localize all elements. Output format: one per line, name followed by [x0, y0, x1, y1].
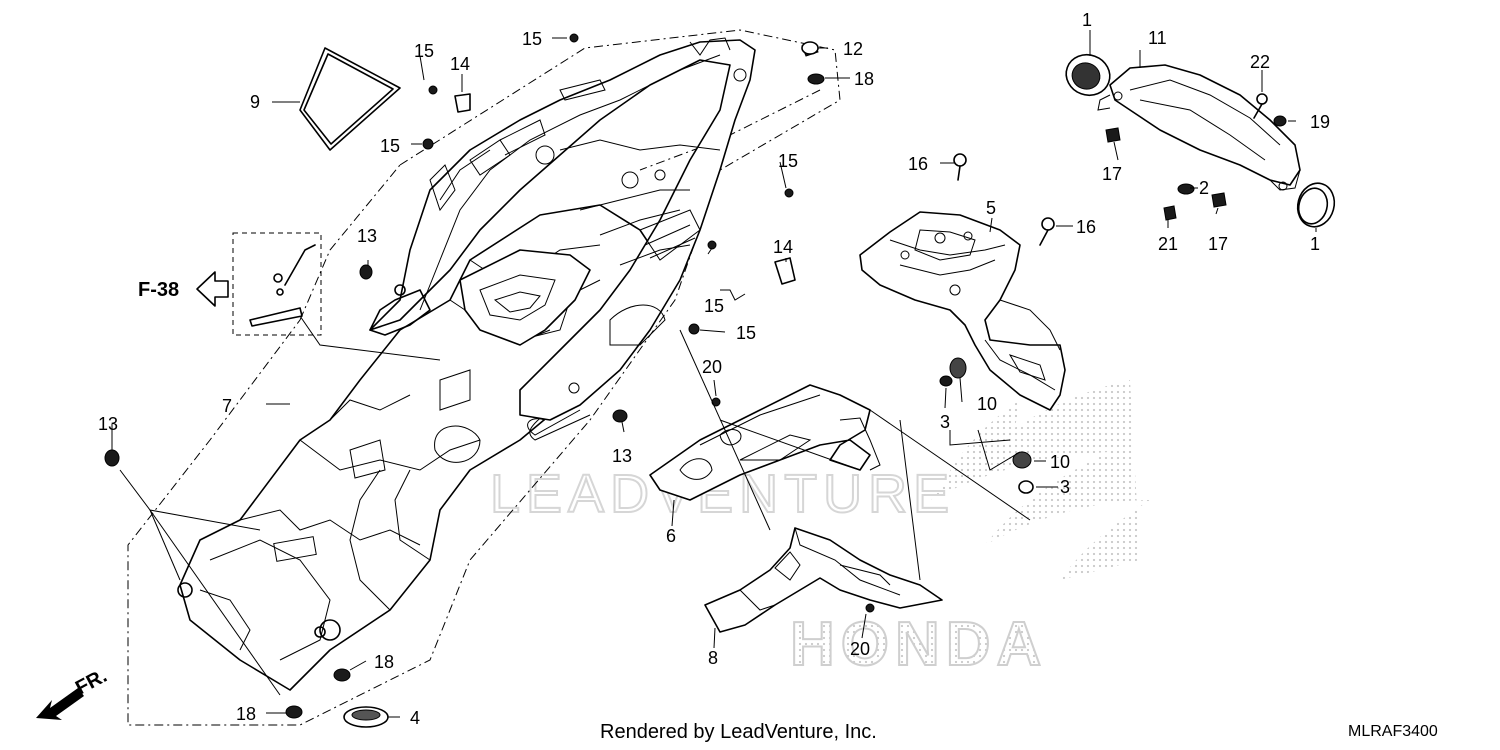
footer-attribution: Rendered by LeadVenture, Inc. — [600, 721, 877, 743]
callout-18: 18 — [374, 652, 394, 672]
callout-7: 7 — [222, 396, 232, 416]
watermark-honda-logo — [930, 380, 1150, 580]
fender-mount-hole — [319, 619, 341, 641]
callout-10: 10 — [1050, 452, 1070, 472]
callout-14: 14 — [450, 54, 470, 74]
callout-6: 6 — [666, 526, 676, 546]
seat-strap-inner — [303, 53, 394, 145]
callout-4: 4 — [410, 708, 420, 728]
fender-mount-hole — [314, 626, 326, 638]
fastener-set — [104, 33, 1287, 719]
callout-18: 18 — [236, 704, 256, 724]
splash-guard — [704, 527, 943, 633]
grommet-cap — [1065, 53, 1111, 97]
callout-14: 14 — [773, 237, 793, 257]
callout-15: 15 — [778, 151, 798, 171]
callout-1: 1 — [1310, 234, 1320, 254]
reference-label: F-38 — [138, 279, 179, 301]
callout-15: 15 — [380, 136, 400, 156]
callout-1: 1 — [1082, 10, 1092, 30]
callout-12: 12 — [843, 39, 863, 59]
assembly-outline-main — [127, 29, 841, 726]
callout-17: 17 — [1102, 164, 1122, 184]
callout-3: 3 — [940, 412, 950, 432]
grommet-cap — [1296, 182, 1336, 228]
front-direction-arrow-icon — [36, 688, 84, 720]
cowl-side-bracket — [369, 289, 431, 336]
assembly-outline-left — [299, 164, 401, 321]
detail-box-f38 — [232, 232, 322, 336]
callout-20: 20 — [850, 639, 870, 659]
cowl-bolt-hole — [394, 284, 406, 296]
seat-lock-cable — [249, 244, 441, 361]
callout-15: 15 — [736, 323, 756, 343]
callout-13: 13 — [612, 446, 632, 466]
seat-strap — [299, 47, 401, 151]
callout-15: 15 — [414, 41, 434, 61]
callout-13: 13 — [357, 226, 377, 246]
callout-9: 9 — [250, 92, 260, 112]
callout-labels: 1 1 2 3 3 4 5 6 7 8 9 10 10 11 12 13 13 … — [98, 10, 1330, 728]
callout-10: 10 — [977, 394, 997, 414]
callout-8: 8 — [708, 648, 718, 668]
seat-cowl — [369, 37, 756, 436]
leader-lines — [111, 30, 1317, 718]
reference-arrow-icon — [196, 271, 229, 307]
callout-13: 13 — [98, 414, 118, 434]
fender-mount-hole — [177, 582, 193, 598]
callout-18: 18 — [854, 69, 874, 89]
callout-19: 19 — [1310, 112, 1330, 132]
grommet-large — [343, 706, 389, 728]
seat-cowl-tray — [459, 249, 591, 346]
callout-21: 21 — [1158, 234, 1178, 254]
callout-17: 17 — [1208, 234, 1228, 254]
watermark-logo-text: HONDA — [790, 610, 1047, 679]
taillight-bracket — [1097, 64, 1301, 191]
callout-22: 22 — [1250, 52, 1270, 72]
callout-11: 11 — [1148, 28, 1167, 48]
callout-3: 3 — [1060, 477, 1070, 497]
callout-2: 2 — [1199, 178, 1209, 198]
callout-16: 16 — [908, 154, 928, 174]
callout-16: 16 — [1076, 217, 1096, 237]
callout-15: 15 — [704, 296, 724, 316]
diagram-code: MLRAF3400 — [1348, 723, 1438, 740]
callout-20: 20 — [702, 357, 722, 377]
callout-5: 5 — [986, 198, 996, 218]
callout-15: 15 — [522, 29, 542, 49]
license-plate-bracket — [859, 211, 1066, 411]
